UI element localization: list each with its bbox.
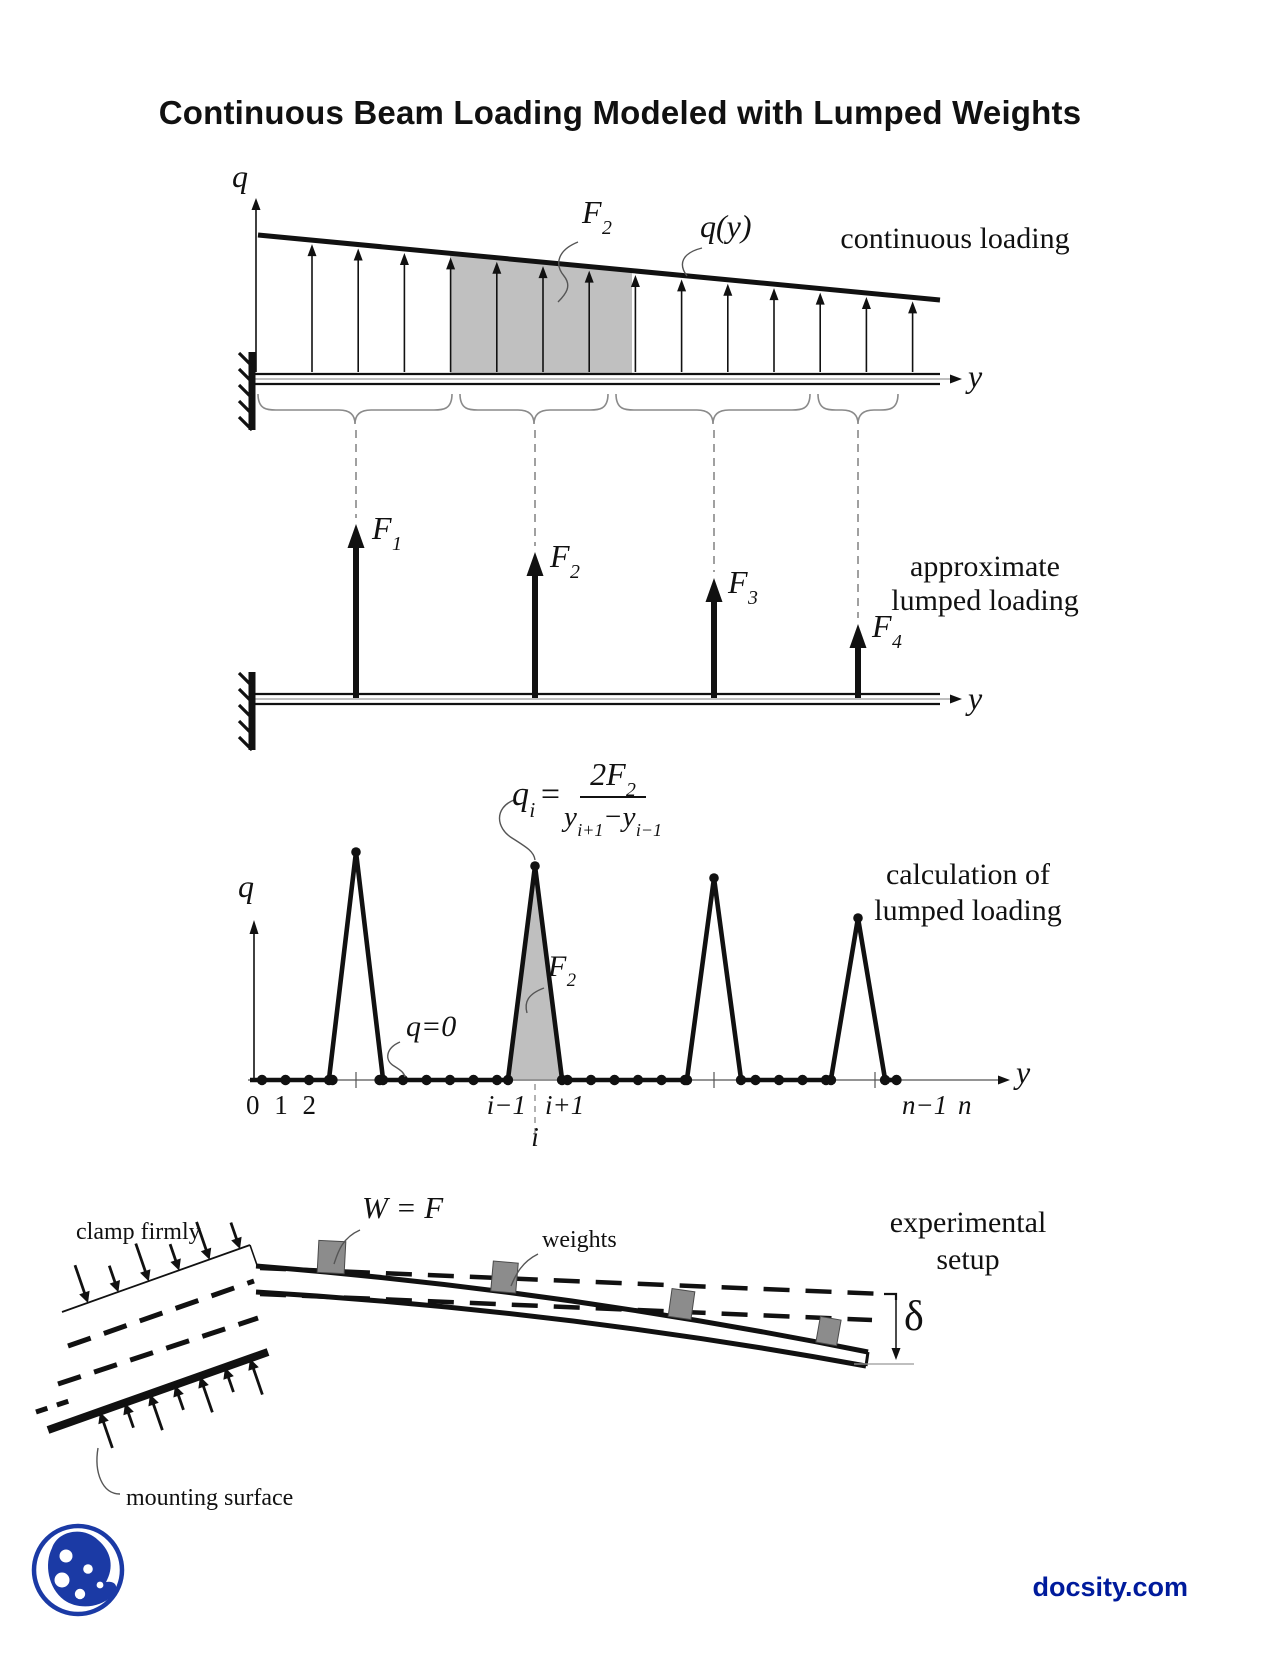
lumped-force-arrows (347, 524, 867, 698)
beam-bottom-curve (255, 1289, 867, 1369)
q-axis-arrowhead (251, 198, 261, 210)
logo-hole (59, 1549, 73, 1563)
q-axis-arrowhead (249, 920, 259, 934)
undeflected-dashed-bottom (259, 1291, 873, 1323)
qy-leader-curl (681, 247, 703, 277)
formula-leader-curl (498, 799, 536, 861)
wall-hatching (237, 351, 254, 432)
axis-ticks (355, 1072, 876, 1088)
node-dots (250, 847, 902, 1086)
lumped-load-formula: qi= 2F2 yi+1−yi−1 (512, 756, 662, 841)
shaded-spike (508, 866, 562, 1079)
lumped-loading-figure (237, 524, 962, 752)
force-label-f1: F1 (372, 510, 402, 555)
page-title: Continuous Beam Loading Modeled with Lum… (158, 94, 1082, 131)
force-label-f4: F4 (872, 608, 902, 653)
wf-leader-curl (333, 1229, 361, 1265)
tick-n: n (958, 1090, 972, 1120)
d3-y-axis-label: y (1016, 1054, 1031, 1090)
d3-caption-line2: lumped loading (874, 894, 1062, 927)
tick-n-minus-1: n−1 (902, 1090, 948, 1120)
tick-i: i (531, 1122, 539, 1152)
tick-origin: 0 1 2 (246, 1090, 316, 1120)
dimension-bracket (884, 1292, 898, 1300)
deflection-arrowhead (891, 1348, 901, 1360)
beam-body (256, 1266, 868, 1366)
tick-i-plus-1: i+1 (545, 1090, 585, 1120)
load-spikes (326, 851, 888, 1080)
mount-label: mounting surface (126, 1485, 294, 1511)
spike-plot-figure (248, 799, 1010, 1148)
weights-label: weights (542, 1227, 617, 1253)
clamp-top-edge (61, 1244, 251, 1313)
segment-braces (257, 393, 899, 425)
dashed-drop-lines (355, 430, 859, 618)
d3-caption-line1: calculation of (885, 858, 1051, 891)
brand-watermark: docsity.com (1032, 1572, 1188, 1602)
mounting-surface-line (46, 1348, 270, 1434)
wall-hatching (237, 671, 254, 752)
mount-leader-curl (96, 1447, 121, 1495)
tick-i-minus-1: i−1 (486, 1090, 526, 1120)
experimental-setup-figure (35, 1221, 914, 1495)
shaded-load-region (450, 253, 632, 374)
d3-q-axis-label: q (238, 868, 254, 904)
force-label-f3: F3 (728, 564, 758, 609)
weight-formula-label: W = F (362, 1190, 444, 1225)
logo-hole (96, 1581, 104, 1589)
qzero-label: q=0 (406, 1010, 457, 1043)
d2-caption-line1: approximate (910, 550, 1060, 583)
distributed-load-arrows (307, 244, 918, 372)
clamp-label: clamp firmly (76, 1219, 201, 1245)
force-label-f2: F2 (550, 538, 580, 583)
y-axis-arrowhead (950, 374, 962, 384)
logo-hole (74, 1588, 86, 1600)
weight-block (316, 1239, 347, 1275)
weight-block (490, 1260, 519, 1294)
d2-y-axis-label: y (968, 680, 983, 716)
weights-leader-curl (510, 1253, 539, 1287)
weight-block (815, 1315, 842, 1347)
d2-caption-line2: lumped loading (891, 584, 1079, 617)
y-axis-arrowhead (998, 1075, 1010, 1085)
d1-q-axis-label: q (232, 158, 248, 194)
undeflected-dashed-top (259, 1265, 885, 1297)
d1-y-axis-label: y (968, 358, 983, 394)
qzero-leader-curl (387, 1041, 406, 1078)
deflection-label: δ (904, 1294, 924, 1340)
clamp-pressure-arrows-top (73, 1221, 242, 1303)
docsity-logo (31, 1523, 125, 1617)
d1-force-label: F2 (582, 194, 612, 239)
clamp-dashed-line (67, 1278, 255, 1349)
d3-force-label: F2 (548, 950, 576, 992)
weight-blocks (316, 1239, 842, 1347)
d4-caption-line2: setup (936, 1243, 1000, 1276)
load-intensity-line (257, 232, 941, 303)
f2-leader-curl (557, 241, 579, 303)
clamp-pressure-arrows-bottom (98, 1358, 264, 1449)
d4-caption-line1: experimental (889, 1206, 1047, 1239)
logo-hole (83, 1564, 93, 1574)
y-axis-arrowhead (950, 694, 962, 704)
d1-caption: continuous loading (840, 222, 1070, 255)
d1-curve-label: q(y) (700, 208, 752, 244)
logo-hole (54, 1572, 70, 1588)
f2-leader-curl (525, 987, 545, 1014)
clamp-dash-dot (35, 1397, 73, 1415)
weight-block (667, 1288, 696, 1321)
continuous-loading-figure (237, 198, 962, 618)
clamp-dashed-line (57, 1315, 259, 1387)
